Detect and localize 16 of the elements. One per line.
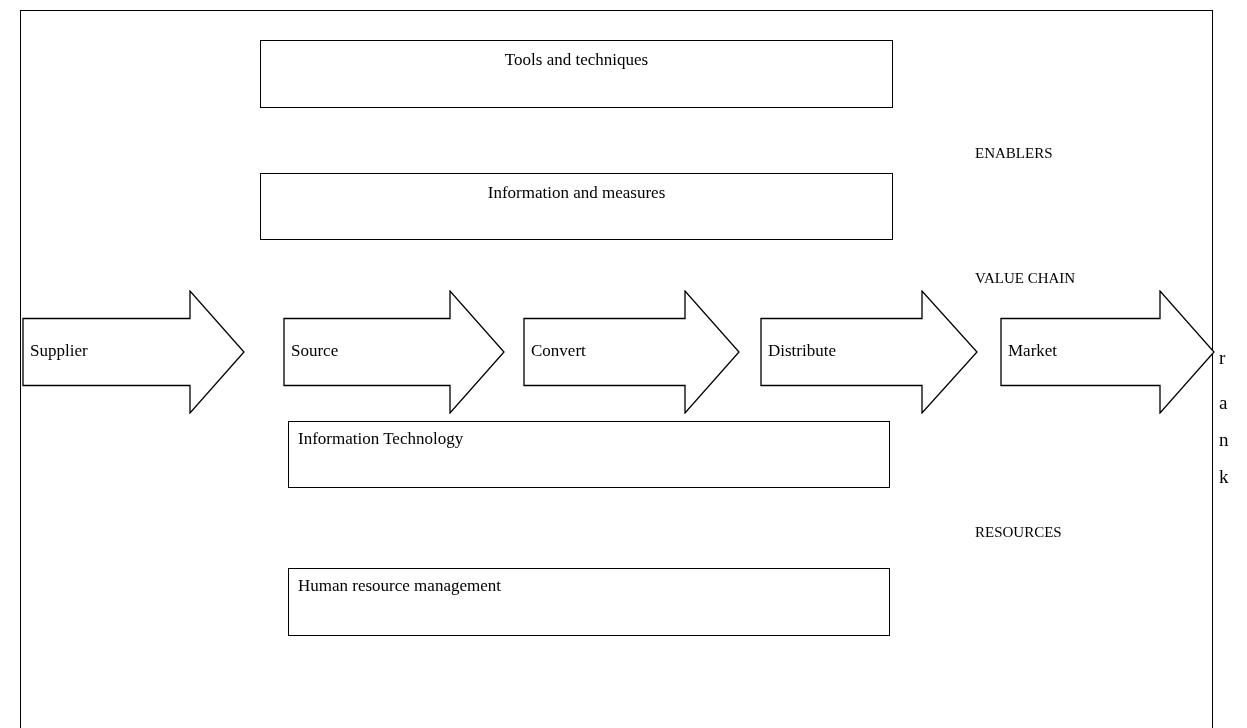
step-label: Source [291,341,339,361]
step-label: Distribute [768,341,836,361]
step-label: Convert [531,341,586,361]
box-label: Information Technology [298,429,464,449]
text-fragment: a [1219,392,1228,414]
step-label: Supplier [30,341,88,361]
step-label: Market [1008,341,1058,361]
section-label: VALUE CHAIN [975,270,1076,287]
text-fragment: r [1219,347,1226,369]
box-label: Information and measures [486,183,667,203]
text-fragment: k [1219,466,1229,488]
box-label: Human resource management [298,576,501,596]
section-label: ENABLERS [975,145,1053,162]
section-label: RESOURCES [975,524,1062,541]
text-fragment: n [1219,429,1229,451]
box-label: Tools and techniques [503,50,650,70]
